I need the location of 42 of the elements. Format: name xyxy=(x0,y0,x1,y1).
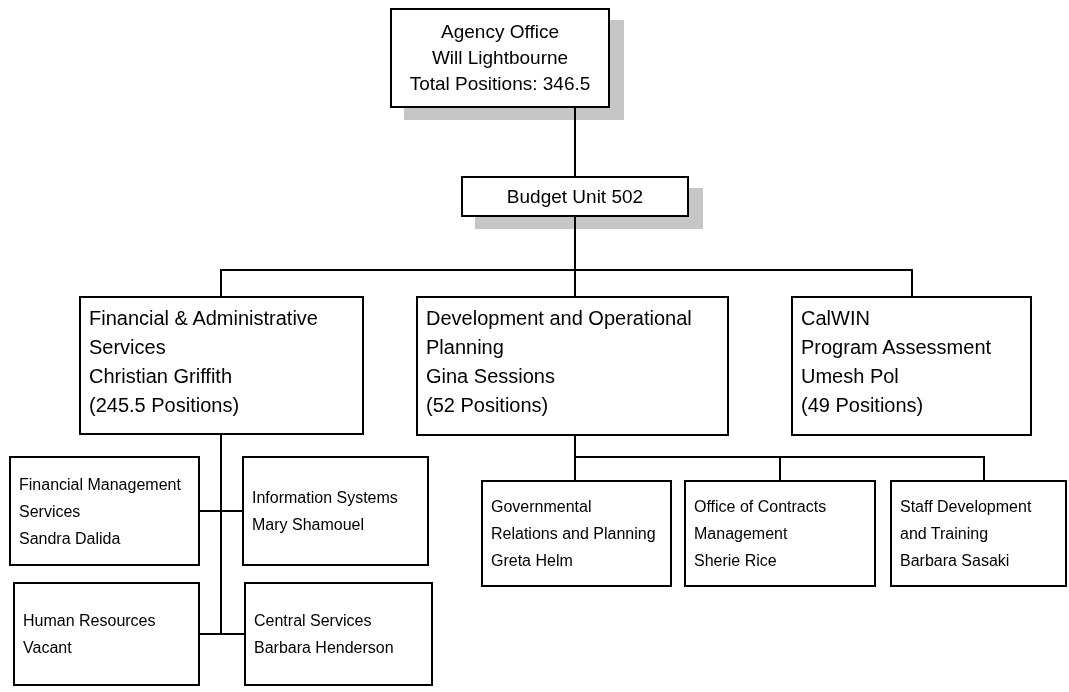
org-unit-box xyxy=(416,296,729,436)
unit-title: CalWIN xyxy=(801,306,871,331)
unit-detail: (52 Positions) xyxy=(426,393,550,418)
unit-title: Financial & Administrative Services xyxy=(89,306,319,360)
unit-title: Central Services xyxy=(254,611,373,631)
unit-detail: Barbara Henderson xyxy=(254,638,395,658)
unit-title: Budget Unit 502 xyxy=(505,184,645,209)
unit-detail: Gina Sessions xyxy=(426,364,556,389)
unit-title: Human Resources xyxy=(23,611,157,631)
unit-detail: Sandra Dalida xyxy=(19,528,122,549)
org-unit-box xyxy=(461,176,689,217)
unit-detail: Umesh Pol xyxy=(801,364,900,389)
org-unit-box xyxy=(481,480,672,587)
unit-title: Financial Management Services xyxy=(19,474,182,522)
unit-title: Agency Office xyxy=(440,20,560,44)
unit-detail: Greta Helm xyxy=(491,551,574,571)
unit-title: Governmental Relations and Planning xyxy=(491,497,657,544)
org-unit-box xyxy=(13,582,200,686)
org-unit-box xyxy=(9,456,200,566)
unit-detail: Sherie Rice xyxy=(694,551,778,571)
unit-detail: Barbara Sasaki xyxy=(900,551,1011,571)
unit-title: Office of Contracts Management xyxy=(694,497,828,544)
connector-line xyxy=(574,107,576,177)
unit-detail: (49 Positions) xyxy=(801,393,925,418)
unit-detail: Mary Shamouel xyxy=(252,515,366,535)
unit-title: Staff Development and Training xyxy=(900,497,1033,544)
connector-line xyxy=(220,434,245,635)
unit-title: Information Systems xyxy=(252,488,399,508)
org-unit-box xyxy=(684,480,876,587)
org-unit-box xyxy=(79,296,364,435)
unit-detail: Will Lightbourne xyxy=(430,46,570,70)
org-unit-box xyxy=(244,582,433,686)
unit-detail: Total Positions: 346.5 xyxy=(408,72,592,96)
org-unit-box xyxy=(791,296,1032,436)
unit-detail: (245.5 Positions) xyxy=(89,393,241,418)
org-unit-box xyxy=(242,456,429,566)
org-unit-box xyxy=(890,480,1067,587)
unit-detail: Program Assessment xyxy=(801,335,993,360)
unit-title: Development and Operational Planning xyxy=(426,306,693,360)
unit-detail: Christian Griffith xyxy=(89,364,233,389)
unit-detail: Vacant xyxy=(23,638,73,658)
org-unit-box xyxy=(390,8,610,108)
